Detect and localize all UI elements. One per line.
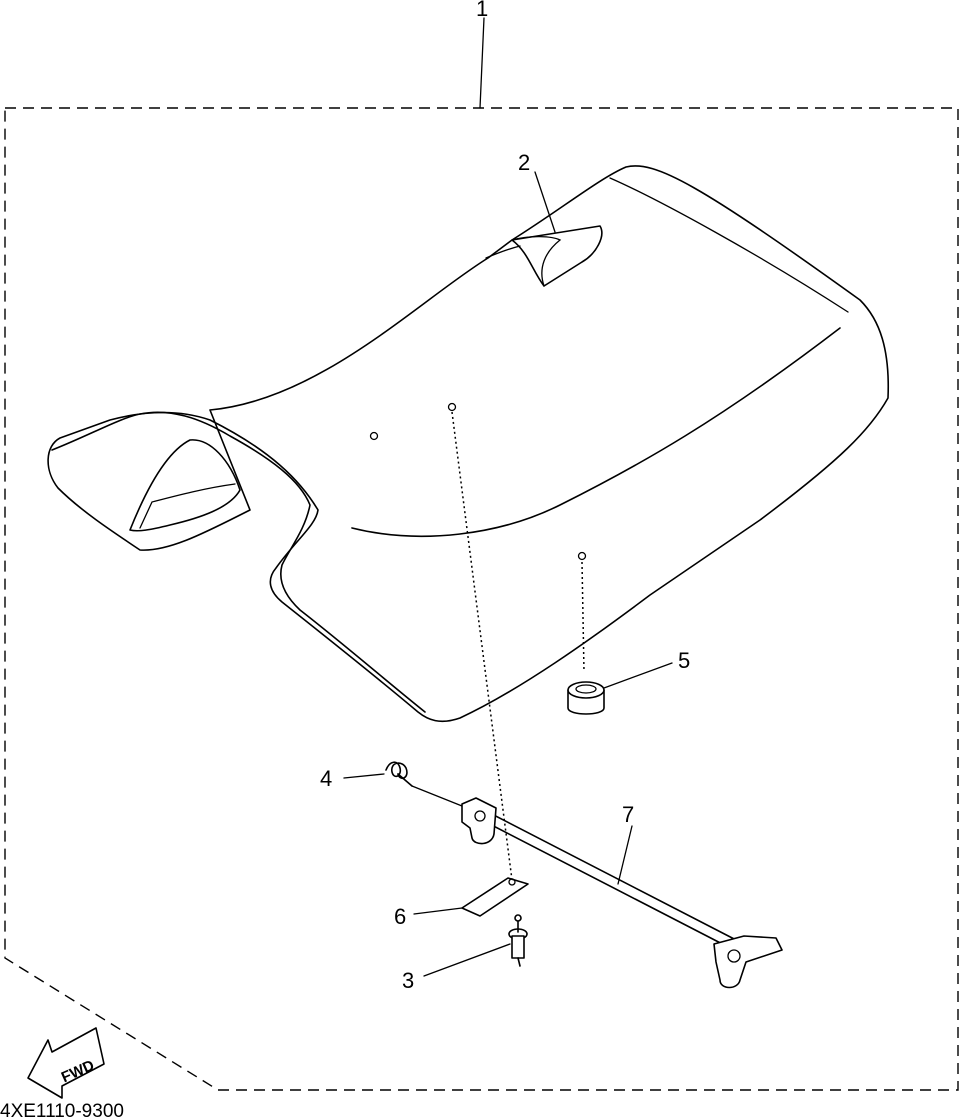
spring [385,761,463,807]
mounting-hole [447,402,457,412]
seat-assembly [47,165,890,723]
rivet-pin-head [514,914,522,922]
leader-line-4 [343,773,385,779]
rod-rear-pivot [727,949,741,963]
assembly-boundary [4,107,959,1091]
leader-line-5 [603,662,673,689]
drawing-code: 4XE1110-9300 [0,1101,124,1120]
damper-top-recess [575,684,597,694]
callout-1: 1 [476,0,488,21]
rod-shaft [483,809,741,943]
leader-line-3 [423,943,511,977]
strap-band [511,225,603,287]
callout-5: 5 [678,648,690,673]
strap-fold [511,235,562,287]
callout-7: 7 [622,802,634,827]
leader-line-1 [479,17,485,109]
callout-2: 2 [518,150,530,175]
fwd-arrow: FWD [27,1027,105,1099]
plate-hole [508,878,516,886]
leader-line-2 [534,171,556,233]
spring-leg [397,773,413,787]
spring-coil [385,761,408,780]
rod-front-pivot [474,810,486,822]
callout-3: 3 [402,968,414,993]
damper-top [567,681,605,699]
spring-leg [411,785,463,807]
strap-edge [485,245,521,259]
plate [461,877,529,917]
rod-rear-latch [713,935,783,989]
seat-rear-contour [609,177,849,313]
fwd-arrow-icon [27,1027,105,1099]
seat-front-cutout-inner [139,483,236,529]
assembly-guide-line [451,411,513,881]
callout-6: 6 [394,904,406,929]
mounting-hole [369,431,379,441]
seat-front-cutout [129,439,241,532]
leader-line-7 [617,825,633,885]
rivet [508,914,528,967]
seat-front-edge [51,411,426,713]
rivet-pin [517,957,521,967]
assembly-guide-line [581,561,585,673]
mounting-hole [577,551,587,561]
seat-body [47,165,890,723]
seat-crease [351,327,841,538]
callout-4: 4 [320,766,332,791]
seat-strap [485,225,603,287]
rivet-body [511,935,525,959]
seat-lock-rod [461,797,783,989]
damper [567,681,605,715]
rod-shaft [477,817,735,951]
leader-line-6 [413,907,463,915]
